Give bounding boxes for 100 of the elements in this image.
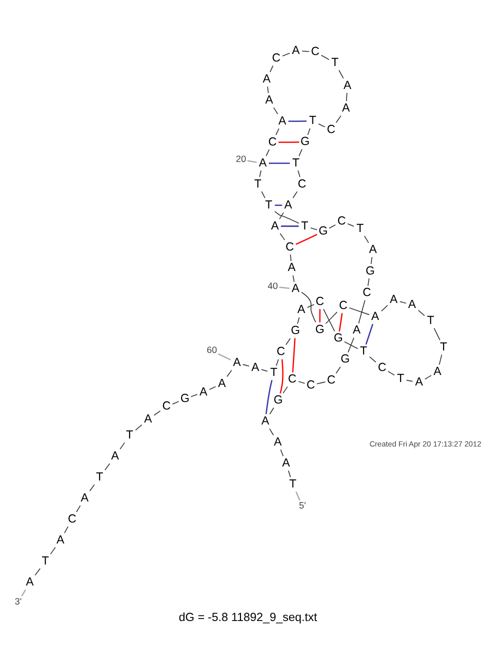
node-text: C: [326, 373, 336, 386]
node-text: A: [278, 114, 286, 127]
connector: [297, 170, 300, 177]
node-text: T: [356, 221, 364, 234]
connector: [348, 307, 370, 315]
connector: [438, 354, 442, 365]
node-text: G: [300, 134, 310, 148]
node-text: A: [110, 448, 119, 462]
connector: [64, 526, 68, 533]
node-text: A: [343, 78, 351, 92]
connector: [306, 304, 314, 308]
connector: [292, 274, 294, 282]
node-text: A: [291, 282, 299, 295]
node-text: T: [292, 156, 299, 169]
node-text: A: [370, 309, 379, 322]
connector: [298, 148, 302, 156]
node-text: G: [180, 391, 190, 404]
node-text: T: [308, 114, 316, 127]
connector: [370, 256, 372, 264]
connector: [367, 277, 369, 286]
connector: [268, 162, 290, 164]
connector: [282, 52, 290, 56]
connector: [274, 204, 282, 206]
connector: [387, 370, 394, 376]
connector: [282, 386, 288, 394]
node-text: A: [273, 435, 282, 448]
connector: [338, 69, 344, 78]
node-text: C: [377, 360, 386, 374]
connector: [272, 106, 278, 114]
node-text: T: [270, 366, 277, 379]
node-text: T: [264, 198, 272, 211]
connector: [269, 64, 273, 72]
node-text: C: [297, 176, 306, 190]
connector: [278, 212, 284, 219]
node-text: C: [162, 399, 170, 412]
connector: [20, 589, 26, 596]
node-text: T: [288, 477, 296, 490]
connector: [208, 386, 216, 390]
node-text: A: [408, 297, 416, 310]
node-text: A: [25, 575, 34, 588]
node-text: A: [250, 360, 259, 374]
node-text: 20: [235, 154, 246, 164]
connector: [260, 190, 265, 198]
connector: [364, 323, 373, 344]
node-text: G: [314, 322, 324, 336]
node-text: C: [288, 372, 296, 386]
connector: [335, 366, 340, 374]
connector: [76, 504, 80, 512]
node-text: C: [310, 44, 319, 58]
connector: [364, 235, 368, 243]
node-text: C: [306, 378, 315, 391]
node-text: T: [95, 470, 103, 483]
node-text: A: [232, 355, 240, 368]
connector: [335, 114, 341, 123]
connector: [280, 448, 284, 456]
node-text: 40: [267, 280, 278, 290]
connector: [417, 309, 424, 316]
connector: [279, 358, 284, 393]
node-text: G: [290, 324, 300, 337]
node-text: T: [396, 372, 404, 385]
node-text: T: [360, 344, 367, 358]
connector: [290, 254, 291, 261]
connector: [292, 190, 298, 198]
connector: [368, 356, 376, 362]
connector: [316, 381, 326, 384]
caption: dG = -5.8 11892_9_seq.txt: [178, 610, 317, 624]
connector: [320, 54, 329, 60]
node-text: C: [268, 134, 276, 148]
node-text: A: [291, 43, 300, 56]
node-text: T: [41, 554, 48, 567]
connector: [288, 470, 290, 477]
connector: [295, 491, 300, 500]
node-text: A: [258, 156, 266, 169]
node-text: A: [262, 72, 270, 85]
connector: [274, 210, 299, 224]
connector: [279, 232, 285, 240]
node-text: T: [300, 218, 308, 232]
connector: [346, 222, 354, 226]
connector: [280, 225, 298, 226]
node-text: G: [365, 264, 374, 277]
connector: [278, 286, 290, 289]
connector: [268, 428, 274, 436]
connector: [285, 337, 290, 345]
connector: [324, 311, 337, 324]
node-text: A: [368, 242, 376, 256]
connector: [242, 364, 249, 366]
node-text: G: [273, 393, 282, 406]
node-text: T: [330, 56, 338, 69]
connector: [424, 374, 432, 379]
connector: [217, 352, 230, 360]
connector: [119, 442, 124, 449]
connector: [338, 312, 342, 331]
connector: [153, 410, 160, 416]
node-text: A: [389, 292, 398, 306]
node-text: G: [340, 352, 350, 366]
node-text: C: [315, 294, 324, 308]
connector: [258, 170, 261, 177]
connector: [296, 316, 300, 324]
node-text: G: [333, 331, 342, 344]
node-text: A: [282, 456, 290, 470]
